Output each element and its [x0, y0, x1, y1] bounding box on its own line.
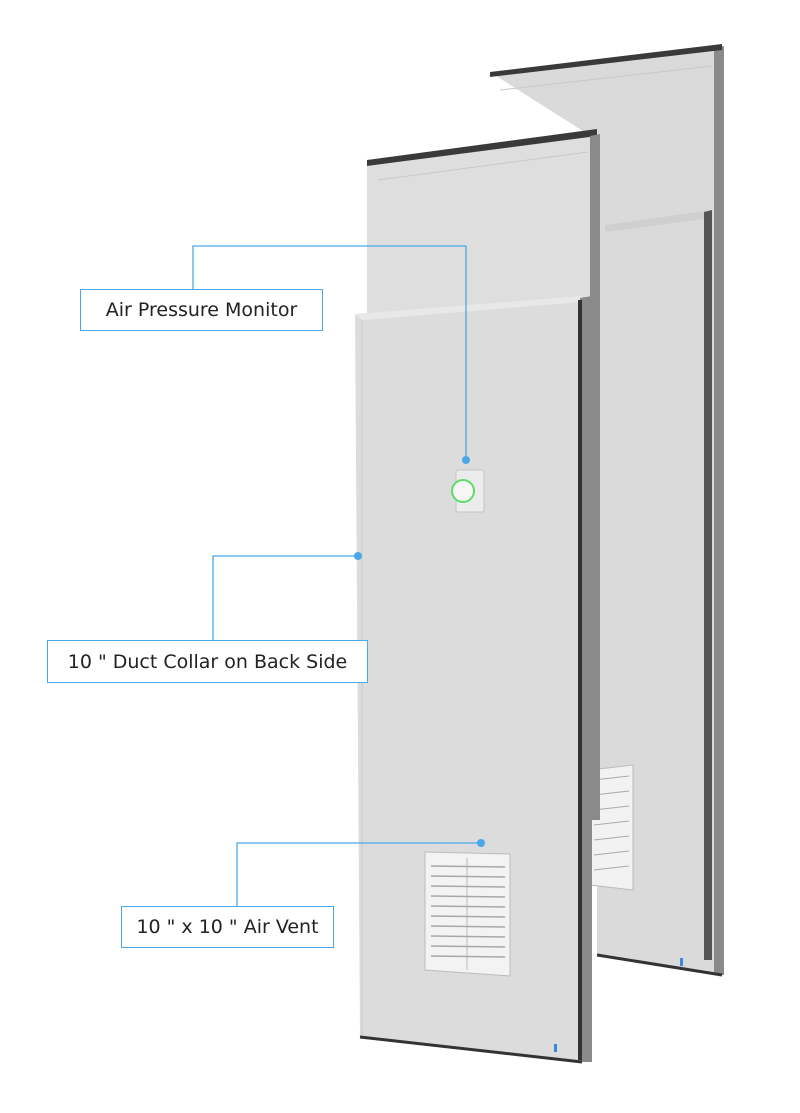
duct-callout-dot	[354, 552, 362, 560]
monitor-leader-line	[192, 245, 467, 460]
duct-leader-line	[212, 555, 358, 640]
front-air-vent	[424, 851, 511, 977]
vent-callout-dot	[477, 839, 485, 847]
air-pressure-monitor	[451, 469, 485, 513]
callout-air-vent: 10 " x 10 " Air Vent	[121, 906, 334, 948]
front-panel	[355, 296, 592, 1064]
back-panel	[490, 44, 724, 977]
callout-duct-collar: 10 " Duct Collar on Back Side	[47, 640, 368, 683]
monitor-callout-dot	[462, 456, 470, 464]
callout-air-pressure-monitor: Air Pressure Monitor	[80, 289, 323, 331]
vent-leader-line	[236, 842, 481, 906]
